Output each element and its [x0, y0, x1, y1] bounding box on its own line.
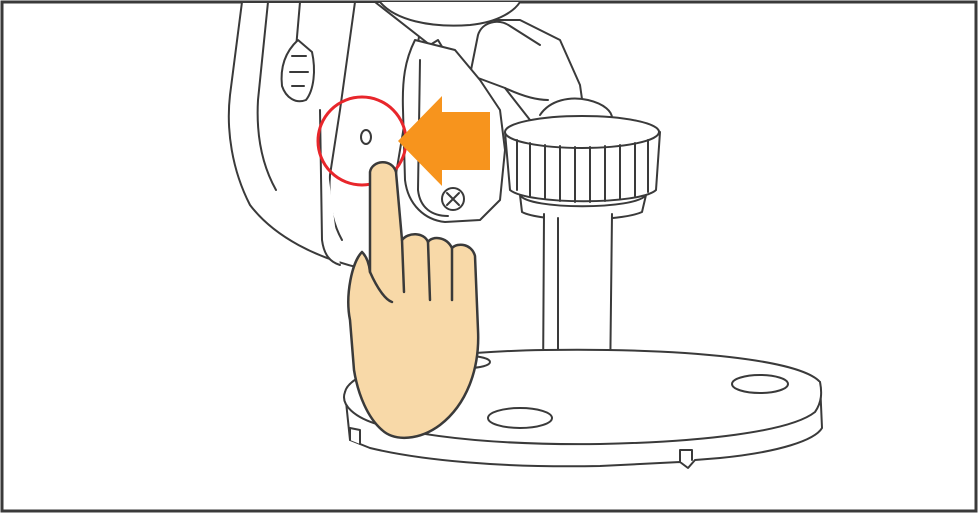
illustration-frame [0, 0, 978, 513]
illustration-canvas [0, 0, 978, 513]
